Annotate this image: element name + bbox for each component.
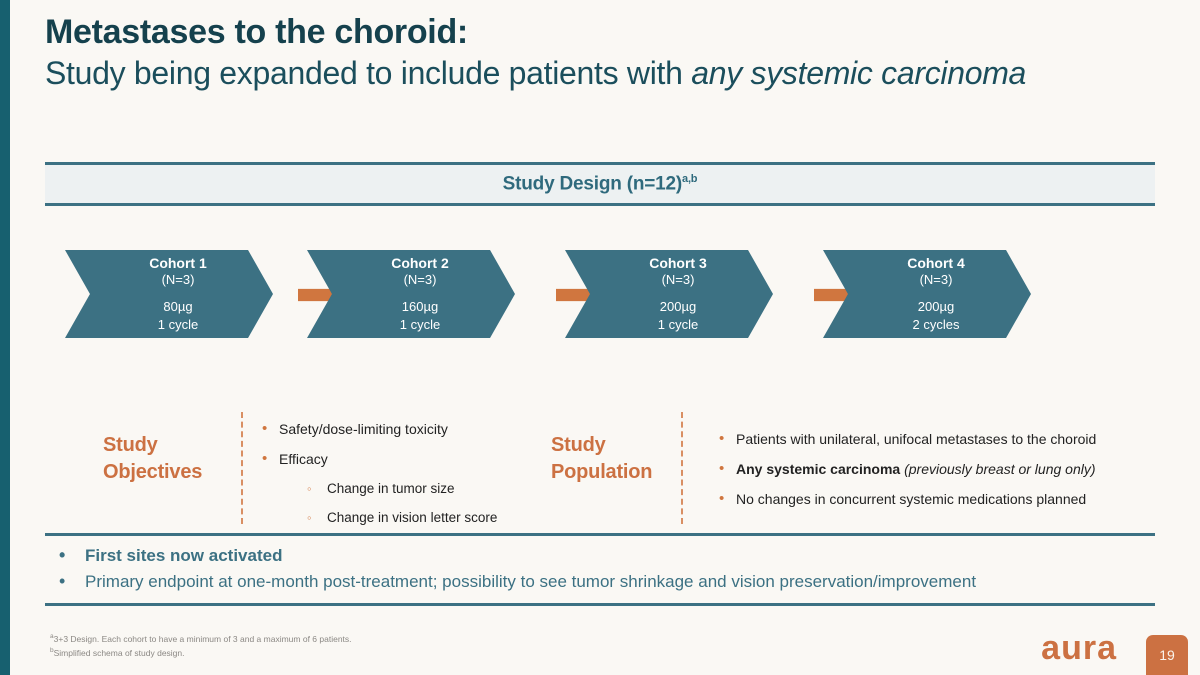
title-secondary-plain: Study being expanded to include patients… — [45, 55, 692, 92]
cohort-sample-size: (N=3) — [161, 272, 195, 288]
list-item: Safety/dose-limiting toxicity — [259, 419, 497, 439]
cohort-dose: 80µg — [163, 299, 193, 315]
cohort-cycles: 1 cycle — [657, 316, 699, 332]
left-accent-bar — [0, 0, 10, 675]
population-heading-line2: Population — [551, 460, 653, 483]
study-objectives-heading: Study Objectives — [103, 432, 202, 485]
title-line-primary: Metastases to the choroid: — [45, 13, 468, 51]
list-item: Primary endpoint at one-month post-treat… — [45, 568, 1155, 595]
study-design-label: Study Design (n=12)a,b — [503, 173, 698, 195]
cohort-cycles: 2 cycles — [912, 316, 960, 332]
footnote-text: Simplified schema of study design. — [53, 647, 185, 658]
cohort-chevron-4: Cohort 4 (N=3) 200µg 2 cycles — [823, 250, 1031, 338]
cohort-cycles: 1 cycle — [157, 316, 199, 332]
cohort-chevron-3: Cohort 3 (N=3) 200µg 1 cycle — [565, 250, 773, 338]
objectives-list: Safety/dose-limiting toxicity Efficacy C… — [259, 419, 497, 538]
cohort-sample-size: (N=3) — [403, 272, 437, 288]
cohort-name: Cohort 3 — [649, 254, 707, 271]
cohort-dose: 200µg — [917, 299, 955, 315]
list-item: First sites now activated — [45, 542, 1155, 569]
takeaways-list: First sites now activated Primary endpoi… — [45, 542, 1155, 595]
population-list: Patients with unilateral, unifocal metas… — [716, 429, 1096, 520]
footnote-b: bSimplified schema of study design. — [50, 646, 352, 660]
cohort-chevron-1: Cohort 1 (N=3) 80µg 1 cycle — [65, 250, 273, 338]
study-population-heading: Study Population — [551, 432, 653, 485]
cohort-chevron-2: Cohort 2 (N=3) 160µg 1 cycle — [307, 250, 515, 338]
objectives-heading-line2: Objectives — [103, 460, 203, 483]
list-item: Patients with unilateral, unifocal metas… — [716, 429, 1096, 449]
objectives-heading-line1: Study — [103, 434, 158, 456]
list-item: Efficacy Change in tumor size Change in … — [259, 449, 497, 527]
objectives-sublist: Change in tumor size Change in vision le… — [279, 480, 497, 527]
cohort-name: Cohort 1 — [149, 254, 207, 271]
list-item: No changes in concurrent systemic medica… — [716, 489, 1096, 509]
footnote-marker: a — [50, 633, 54, 640]
page-number-badge: 19 — [1146, 635, 1188, 675]
cohort-name: Cohort 2 — [391, 254, 449, 271]
cohort-name: Cohort 4 — [907, 254, 965, 271]
list-item: Change in vision letter score — [301, 509, 497, 527]
page-title: Metastases to the choroid: Study being e… — [45, 12, 1185, 94]
cohort-sample-size: (N=3) — [919, 272, 953, 288]
cohort-flow-diagram: Cohort 1 (N=3) 80µg 1 cycle Cohort 2 (N=… — [45, 248, 1155, 343]
footnote-text: 3+3 Design. Each cohort to have a minimu… — [53, 633, 352, 644]
cohort-sample-size: (N=3) — [661, 272, 695, 288]
cohort-dose: 200µg — [659, 299, 697, 315]
objectives-divider — [241, 412, 243, 524]
list-item-label: Efficacy — [279, 450, 328, 467]
study-design-band: Study Design (n=12)a,b — [45, 162, 1155, 206]
study-design-label-text: Study Design (n=12) — [502, 173, 683, 195]
list-item: Any systemic carcinoma (previously breas… — [716, 459, 1096, 479]
population-divider — [681, 412, 683, 524]
list-item-italic: (previously breast or lung only) — [900, 460, 1096, 477]
list-item-bold: Any systemic carcinoma — [736, 460, 901, 477]
footnotes: a3+3 Design. Each cohort to have a minim… — [50, 632, 352, 660]
cohort-dose: 160µg — [401, 299, 439, 315]
study-design-footnote-marker: a,b — [682, 172, 698, 185]
footnote-marker: b — [50, 647, 54, 654]
population-heading-line1: Study — [551, 434, 606, 456]
aura-logo: aura — [1041, 629, 1117, 667]
footnote-a: a3+3 Design. Each cohort to have a minim… — [50, 632, 352, 646]
title-secondary-emphasis: any systemic carcinoma — [691, 55, 1027, 92]
list-item: Change in tumor size — [301, 480, 497, 498]
key-takeaways: First sites now activated Primary endpoi… — [45, 533, 1155, 606]
title-line-secondary: Study being expanded to include patients… — [45, 54, 1185, 94]
cohort-cycles: 1 cycle — [399, 316, 441, 332]
